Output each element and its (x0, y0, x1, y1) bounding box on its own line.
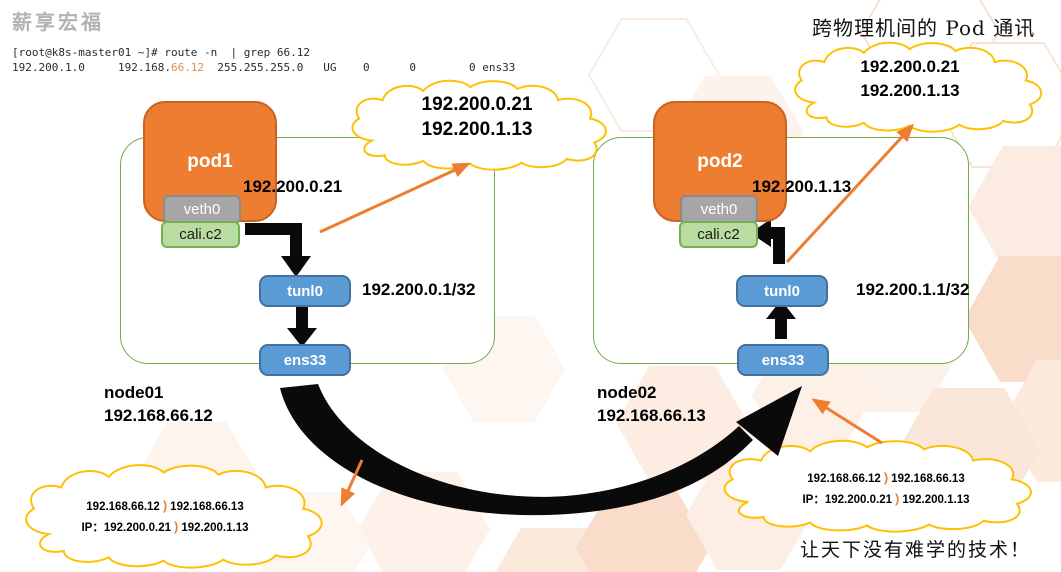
veth0-node01: veth0 (163, 195, 241, 224)
pod1-ip: 192.200.0.21 (243, 177, 343, 196)
cloud-top-right-line1: 192.200.0.21 (860, 57, 960, 76)
node01-name: node01 (104, 383, 164, 402)
encap-left-row2: IP：192.200.0.21)192.200.1.13 (20, 517, 310, 538)
src-pod-ip: 192.200.0.21 (103, 522, 172, 534)
pod2-ip: 192.200.1.13 (752, 177, 852, 196)
terminal-line2-suffix: 255.255.255.0 UG 0 0 0 ens33 (204, 61, 516, 74)
ens33-node01: ens33 (259, 344, 351, 376)
src-node-ip: 192.168.66.12 (807, 473, 881, 485)
hexagon-decoration (358, 472, 490, 572)
veth0-node02: veth0 (680, 195, 758, 224)
ip-label: IP： (802, 494, 825, 506)
watermark: 薪享宏福 (12, 12, 104, 34)
cloud-center-line1: 192.200.0.21 (421, 94, 533, 115)
cloud-bottom-left-text: 192.168.66.12)192.168.66.13 IP：192.200.0… (20, 496, 310, 538)
node02-ip: 192.168.66.13 (597, 406, 706, 425)
dst-pod-ip: 192.200.1.13 (181, 522, 249, 534)
tunl0-node01: tunl0 (259, 275, 351, 307)
page-title: 跨物理机间的 Pod 通讯 (812, 16, 1036, 40)
slogan: 让天下没有难学的技术！ (800, 539, 1032, 561)
pod2-label: pod2 (697, 150, 743, 172)
dst-pod-ip: 192.200.1.13 (902, 494, 970, 506)
tunl0-node01-ip: 192.200.0.1/32 (362, 280, 476, 299)
dst-node-ip: 192.168.66.13 (170, 501, 244, 513)
tunl0-node02: tunl0 (736, 275, 828, 307)
to-arrow-glyph: ) (162, 498, 168, 513)
to-arrow-glyph: ) (174, 519, 179, 534)
node01-ip: 192.168.66.12 (104, 406, 213, 425)
ens33-node02: ens33 (737, 344, 829, 376)
terminal-output: [root@k8s-master01 ~]# route -n | grep 6… (12, 45, 515, 75)
terminal-line2-prefix: 192.200.1.0 192.168. (12, 61, 171, 74)
cloud-bottom-right-text: 192.168.66.12)192.168.66.13 IP：192.200.0… (736, 468, 1036, 510)
src-node-ip: 192.168.66.12 (86, 501, 160, 513)
cali-c2-node01: cali.c2 (161, 221, 240, 248)
src-pod-ip: 192.200.0.21 (824, 494, 893, 506)
dst-node-ip: 192.168.66.13 (891, 473, 965, 485)
hexagon-decoration (576, 490, 710, 572)
to-arrow-glyph: ) (883, 470, 889, 485)
to-arrow-glyph: ) (895, 491, 900, 506)
terminal-line1: [root@k8s-master01 ~]# route -n | grep 6… (12, 46, 311, 59)
encap-right-row2: IP：192.200.0.21)192.200.1.13 (736, 489, 1036, 510)
encap-left-row1: 192.168.66.12)192.168.66.13 (20, 496, 310, 517)
cloud-top-right-line2: 192.200.1.13 (860, 81, 960, 100)
tunl0-node02-ip: 192.200.1.1/32 (856, 280, 970, 299)
cali-c2-node02: cali.c2 (679, 221, 758, 248)
cloud-top-right-text: 192.200.0.21 192.200.1.13 (785, 55, 1035, 103)
cloud-center-line2: 192.200.1.13 (421, 119, 533, 140)
ip-label: IP： (81, 522, 104, 534)
terminal-grep-match: 66.12 (170, 61, 205, 74)
pod1-label: pod1 (187, 150, 233, 172)
arrow-curve-to-cloud-bottom-left (340, 459, 364, 507)
encap-right-row1: 192.168.66.12)192.168.66.13 (736, 468, 1036, 489)
cloud-center-text: 192.200.0.21 192.200.1.13 (342, 92, 612, 142)
node02-name: node02 (597, 383, 657, 402)
